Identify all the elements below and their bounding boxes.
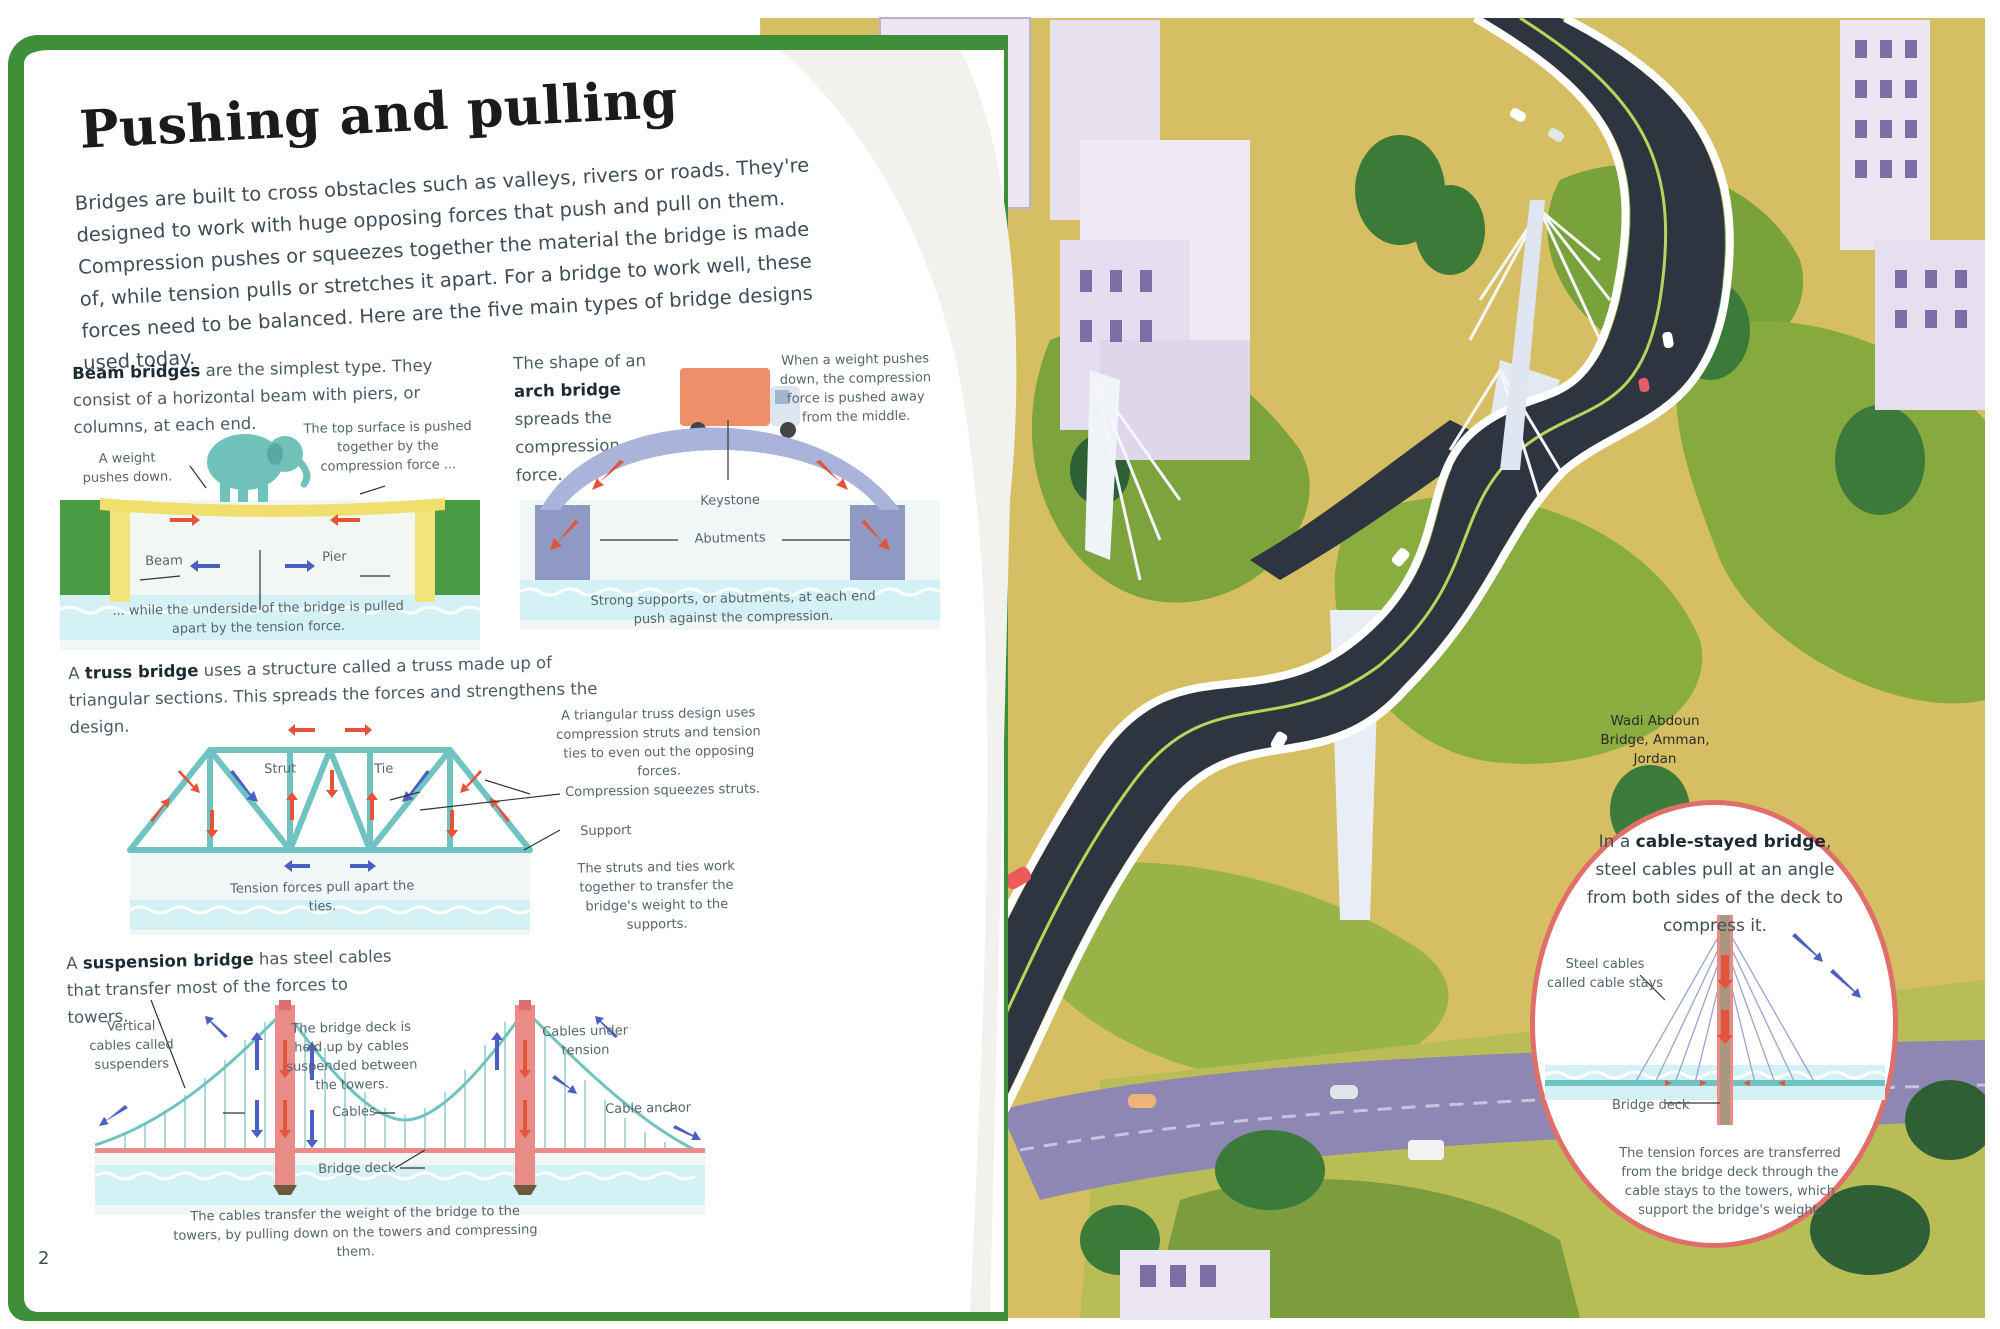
cable-stayed-text: , steel cables pull at an angle from bot… xyxy=(1586,832,1844,936)
cables-label: Cables xyxy=(332,1104,376,1120)
cable-stayed-pre: In a xyxy=(1598,832,1636,852)
truss-design-label: A triangular truss design uses compressi… xyxy=(556,705,761,780)
page-number: 2 xyxy=(38,1248,50,1269)
beam-label: Beam xyxy=(145,553,183,569)
beam-weight-label: A weight pushes down. xyxy=(82,450,173,486)
cable-anchor-label: Cable anchor xyxy=(605,1100,692,1117)
beam-top-label: The top surface is pushed together by th… xyxy=(303,419,472,475)
truss-bridge-lead: truss bridge xyxy=(84,661,199,683)
beam-bridge-lead: Beam bridges xyxy=(72,361,201,383)
suspension-bottom-label: The cables transfer the weight of the br… xyxy=(173,1203,538,1261)
cable-stayed-inset xyxy=(1530,800,1898,1248)
abutments-label: Abutments xyxy=(694,530,766,547)
cable-stayed-diagram xyxy=(1544,915,1886,1125)
tie-label: Tie xyxy=(374,761,394,777)
beam-under-label: ... while the underside of the bridge is… xyxy=(112,598,405,637)
arch-supports-label: Strong supports, or abutments, at each e… xyxy=(590,588,876,628)
support-label: Support xyxy=(580,823,632,839)
truss-pre: A xyxy=(68,663,86,683)
suspension-deck-label: Bridge deck xyxy=(318,1160,396,1177)
suspenders-label: Vertical cables called suspenders xyxy=(89,1018,174,1073)
cables-under-tension-label: Cables under tension xyxy=(542,1023,629,1059)
photo-caption: Wadi Abdoun Bridge, Amman, Jordan xyxy=(1600,713,1710,767)
arch-weight-label: When a weight pushes down, the compressi… xyxy=(779,351,932,426)
suspension-bridge-diagram xyxy=(94,999,705,1215)
cable-stayed-description: In a cable-stayed bridge, steel cables p… xyxy=(1585,828,1845,940)
intro-paragraph: Bridges are built to cross obstacles suc… xyxy=(74,153,814,375)
strut-label: Strut xyxy=(264,761,297,777)
cable-stayed-deck-label: Bridge deck xyxy=(1612,1098,1690,1113)
suspension-pre: A xyxy=(66,953,84,973)
suspension-bridge-lead: suspension bridge xyxy=(82,949,254,973)
cable-stays-label: Steel cables called cable stays xyxy=(1546,957,1664,991)
truss-bridge-diagram xyxy=(127,724,561,935)
cable-stayed-bottom-label: The tension forces are transferred from … xyxy=(1619,1146,1841,1218)
truss-work-label: The struts and ties work together to tra… xyxy=(577,858,735,933)
compression-label: Compression squeezes struts. xyxy=(565,781,761,800)
cable-stayed-lead: cable-stayed bridge xyxy=(1635,832,1826,852)
deck-held-label: The bridge deck is held up by cables sus… xyxy=(286,1019,418,1094)
truss-tension-label: Tension forces pull apart the ties. xyxy=(229,878,415,915)
keystone-label: Keystone xyxy=(700,492,761,509)
elephant-icon xyxy=(207,434,311,502)
pier-label: Pier xyxy=(322,549,347,565)
arch-bridge-diagram xyxy=(519,368,941,630)
beam-bridge-diagram xyxy=(59,434,481,650)
